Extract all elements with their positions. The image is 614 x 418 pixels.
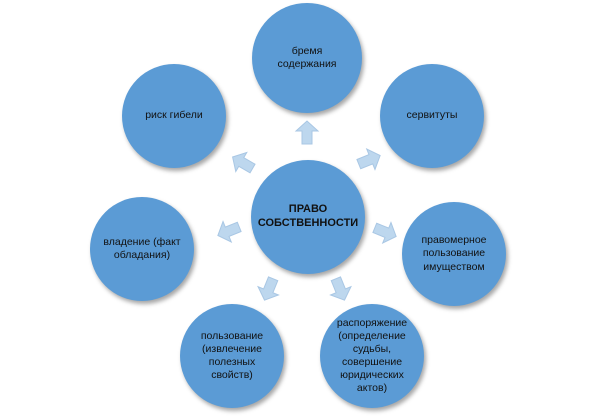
- node-lower-left: пользование (извлечение полезных свойств…: [180, 304, 284, 408]
- node-upper-right: сервитуты: [380, 64, 484, 168]
- node-lower-right: распоряжение (определение судьбы, соверш…: [320, 304, 424, 408]
- node-label-upper-left: риск гибели: [145, 109, 203, 122]
- node-label-left: владение (факт обладания): [103, 235, 181, 261]
- node-left: владение (факт обладания): [90, 197, 194, 301]
- node-label-lower-right: распоряжение (определение судьбы, соверш…: [336, 316, 408, 395]
- arrow-icon: [232, 151, 256, 174]
- arrow-icon: [257, 276, 280, 301]
- arrow-icon: [372, 221, 397, 244]
- node-label-right: правомерное пользование имуществом: [421, 234, 487, 273]
- node-label-upper-right: сервитуты: [406, 109, 458, 122]
- node-label-lower-left: пользование (извлечение полезных свойств…: [200, 329, 264, 382]
- node-upper-left: риск гибели: [122, 64, 226, 168]
- arrow-icon: [217, 220, 242, 243]
- arrow-icon: [329, 276, 352, 301]
- center-node-label: ПРАВО СОБСТВЕННОСТИ: [257, 203, 359, 229]
- node-right: правомерное пользование имуществом: [402, 202, 506, 306]
- node-label-top: бремя содержания: [277, 44, 337, 70]
- arrow-icon: [356, 148, 381, 171]
- center-node: ПРАВО СОБСТВЕННОСТИ: [251, 160, 365, 274]
- node-top: бремя содержания: [252, 3, 362, 113]
- arrow-icon: [294, 120, 320, 145]
